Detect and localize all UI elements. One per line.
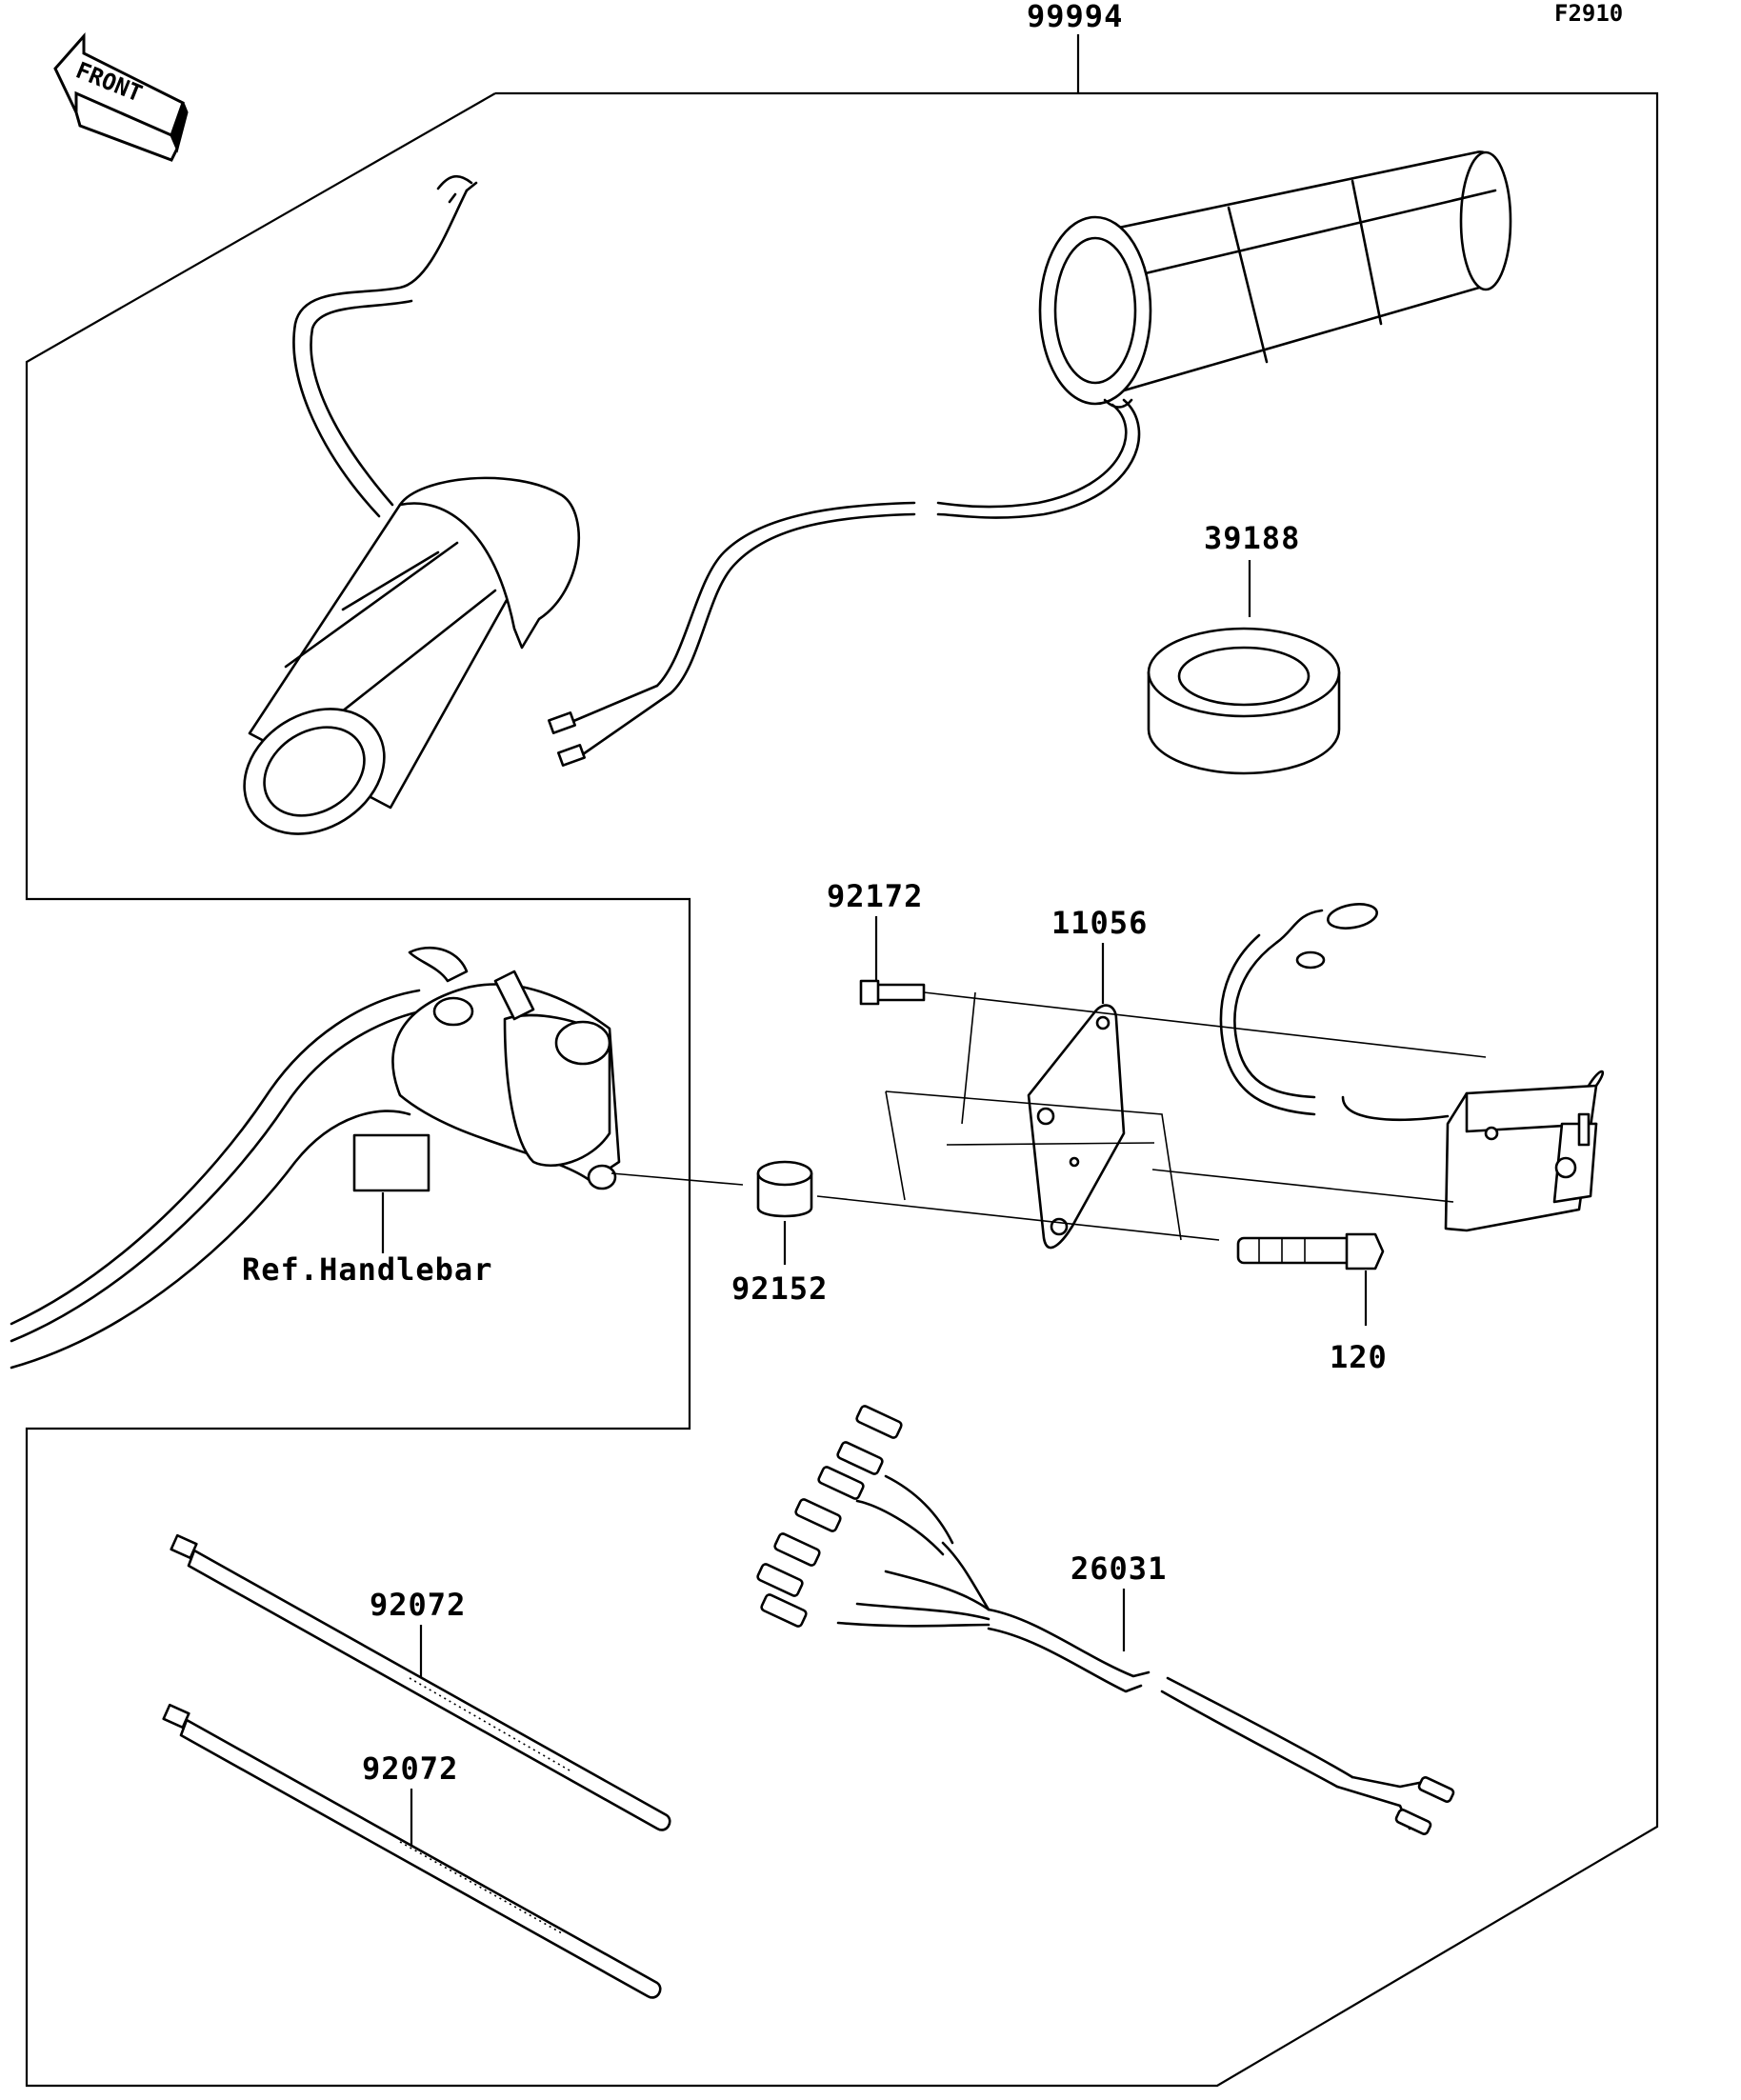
grip-connector-2 <box>557 744 586 767</box>
label-11056: 11056 <box>1051 905 1148 941</box>
label-39188: 39188 <box>1204 520 1300 556</box>
collar-92152 <box>756 1160 813 1218</box>
label-92072-upper: 92072 <box>370 1587 466 1623</box>
bolt-120 <box>1236 1232 1385 1270</box>
left-grip-heated <box>243 174 580 835</box>
label-92152: 92152 <box>731 1270 828 1307</box>
reference-label: Ref.Handlebar <box>242 1251 492 1288</box>
label-120: 120 <box>1330 1339 1388 1375</box>
label-26031: 26031 <box>1071 1550 1167 1587</box>
heater-switch-unit <box>1219 903 1605 1232</box>
kit-outline <box>25 91 1659 2088</box>
grip-wiring <box>548 398 1141 767</box>
bracket-11056 <box>1027 1004 1126 1250</box>
cable-tie-lower <box>162 1703 662 1999</box>
right-grip-heated <box>1038 150 1512 409</box>
wire-harness-26031 <box>756 1405 1455 1835</box>
assembly-lines <box>610 991 1487 1241</box>
grip-connector-1 <box>548 711 576 734</box>
handlebar-reference <box>10 946 621 1370</box>
screw-92172 <box>859 979 926 1006</box>
diagram-code: F2910 <box>1554 0 1623 27</box>
label-92172: 92172 <box>827 878 923 914</box>
label-92072-lower: 92072 <box>362 1750 458 1787</box>
grip-ring-39188 <box>1147 627 1341 775</box>
kit-label: 99994 <box>1027 0 1123 34</box>
front-arrow-icon: FRONT <box>53 32 189 162</box>
cable-tie-upper <box>170 1533 671 1831</box>
